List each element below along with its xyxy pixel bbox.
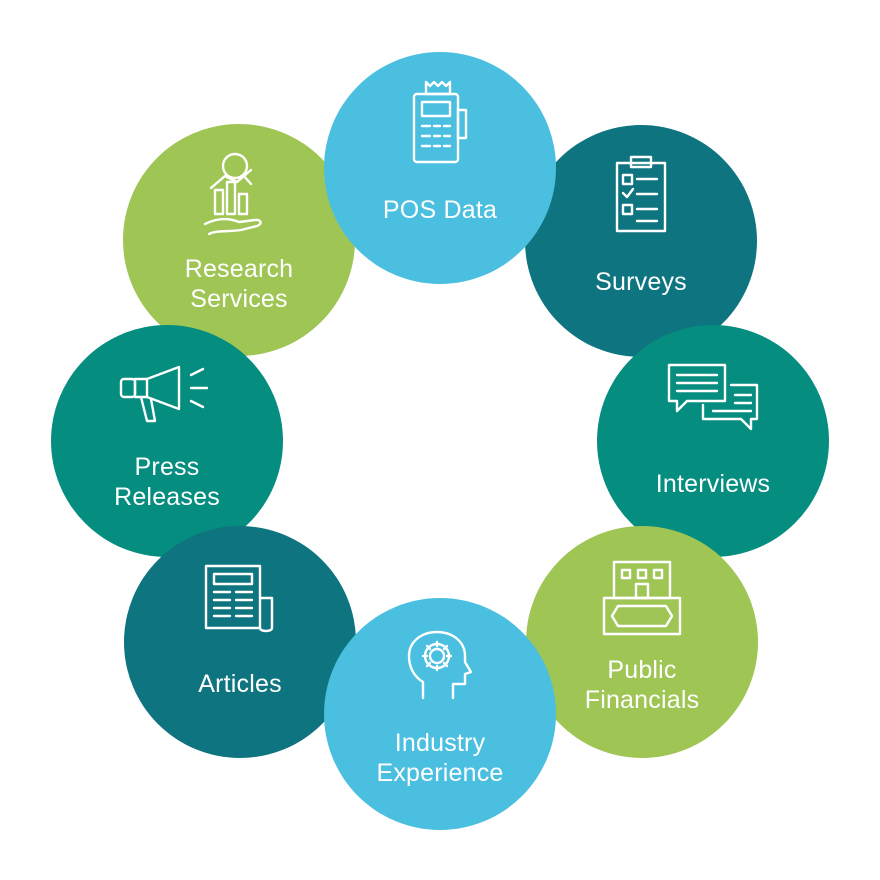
node-research-services: Research Services xyxy=(123,124,355,356)
label-line: Public xyxy=(607,656,677,684)
pos-terminal-icon xyxy=(410,80,470,164)
node-label: Press Releases xyxy=(51,452,283,512)
label-line: Research xyxy=(184,255,294,283)
label-line: Industry xyxy=(394,729,486,757)
node-label: Industry Experience xyxy=(324,728,556,788)
label-line: Articles xyxy=(198,670,282,698)
research-chart-hand-icon xyxy=(199,148,279,238)
label-line: POS Data xyxy=(382,196,498,224)
node-pos-data: POS Data xyxy=(324,52,556,284)
label-line: Experience xyxy=(376,759,504,787)
newspaper-icon xyxy=(202,562,278,634)
node-label: Articles xyxy=(124,669,356,699)
node-industry-experience: Industry Experience xyxy=(324,598,556,830)
node-press-releases: Press Releases xyxy=(51,325,283,557)
label-line: Surveys xyxy=(595,268,687,296)
node-surveys: Surveys xyxy=(525,125,757,357)
node-label: Surveys xyxy=(525,267,757,297)
label-line: Press xyxy=(134,453,200,481)
node-label: Interviews xyxy=(597,469,829,499)
building-bank-icon xyxy=(600,558,684,638)
chat-bubbles-icon xyxy=(665,361,761,433)
node-interviews: Interviews xyxy=(597,325,829,557)
head-gear-icon xyxy=(405,628,475,704)
label-line: Releases xyxy=(114,483,220,511)
clipboard-checklist-icon xyxy=(611,155,671,235)
node-public-financials: Public Financials xyxy=(526,526,758,758)
node-label: POS Data xyxy=(324,195,556,225)
node-label: Research Services xyxy=(123,254,355,314)
label-line: Interviews xyxy=(655,470,771,498)
node-label: Public Financials xyxy=(526,655,758,715)
megaphone-icon xyxy=(117,363,217,427)
label-line: Financials xyxy=(584,686,700,714)
node-articles: Articles xyxy=(124,526,356,758)
label-line: Services xyxy=(190,285,288,313)
